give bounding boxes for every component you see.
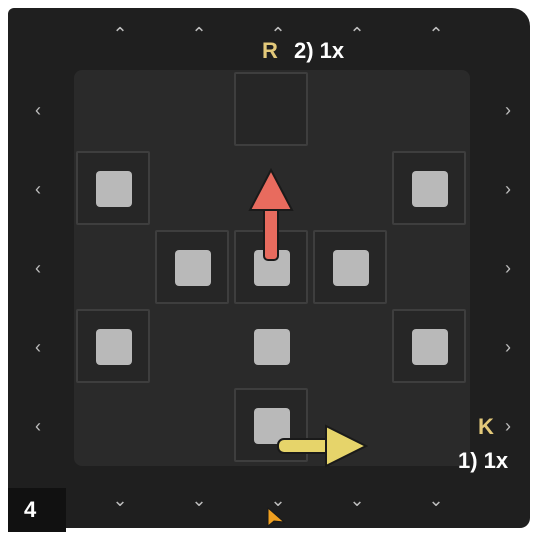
chevron-left-icon[interactable]: ‹ <box>35 337 41 357</box>
board-cell-r1-c4[interactable] <box>392 151 466 225</box>
chevron-left-icon[interactable]: ‹ <box>35 179 41 199</box>
block-tile[interactable] <box>96 329 132 365</box>
chevron-right-icon[interactable]: › <box>505 100 511 120</box>
chevron-left-icon[interactable]: ‹ <box>35 100 41 120</box>
chevron-right-icon[interactable]: › <box>505 416 511 436</box>
pointer-cursor-icon <box>267 506 286 528</box>
move-letter-r: R <box>262 38 278 63</box>
level-number-badge: 4 <box>8 488 66 532</box>
chevron-left-icon[interactable]: ‹ <box>35 416 41 436</box>
chevron-down-icon[interactable]: ⌄ <box>349 490 365 510</box>
chevron-right-icon[interactable]: › <box>505 179 511 199</box>
block-tile[interactable] <box>175 250 211 286</box>
board-cell-r0-c2[interactable] <box>234 72 308 146</box>
chevron-up-icon[interactable]: ⌃ <box>112 24 128 44</box>
yellow-right-arrow-icon <box>277 424 369 468</box>
board-cell-r2-c1[interactable] <box>155 230 229 304</box>
block-tile[interactable] <box>96 171 132 207</box>
chevron-down-icon[interactable]: ⌄ <box>270 490 286 510</box>
puzzle-board <box>74 70 470 466</box>
board-cell-r4-c2[interactable] <box>234 388 308 462</box>
move-step-r: 2) 1x <box>294 38 345 63</box>
move-step-k: 1) 1x <box>458 448 509 473</box>
move-letter-k: K <box>478 414 494 439</box>
chevron-down-icon[interactable]: ⌄ <box>428 490 444 510</box>
board-cell-r1-c0[interactable] <box>76 151 150 225</box>
board-cell-r3-c0[interactable] <box>76 309 150 383</box>
block-tile[interactable] <box>254 329 290 365</box>
chevron-up-icon[interactable]: ⌃ <box>191 24 207 44</box>
block-tile[interactable] <box>412 329 448 365</box>
chevron-left-icon[interactable]: ‹ <box>35 258 41 278</box>
chevron-up-icon[interactable]: ⌃ <box>349 24 365 44</box>
block-tile[interactable] <box>412 171 448 207</box>
chevron-down-icon[interactable]: ⌄ <box>112 490 128 510</box>
chevron-up-icon[interactable]: ⌃ <box>428 24 444 44</box>
block-tile[interactable] <box>333 250 369 286</box>
board-cell-r2-c3[interactable] <box>313 230 387 304</box>
chevron-down-icon[interactable]: ⌄ <box>191 490 207 510</box>
red-up-arrow-icon <box>248 167 294 261</box>
board-cell-r3-c4[interactable] <box>392 309 466 383</box>
chevron-right-icon[interactable]: › <box>505 258 511 278</box>
chevron-right-icon[interactable]: › <box>505 337 511 357</box>
board-cell-r3-c2[interactable] <box>234 309 308 383</box>
chevron-up-icon[interactable]: ⌃ <box>270 24 286 44</box>
